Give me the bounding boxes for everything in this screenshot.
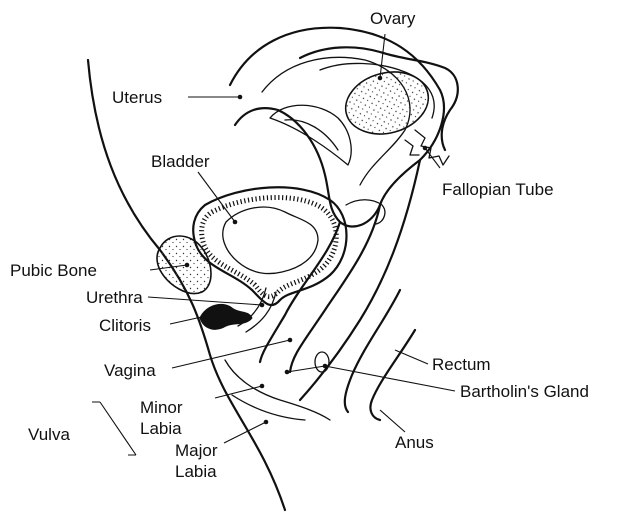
major-labia-fold [232,395,305,420]
label-minor-labia-line2: Labia [140,419,182,438]
label-rectum: Rectum [432,355,491,374]
rectum-back [370,330,415,420]
pubic-bone-shape [157,236,211,293]
label-clitoris: Clitoris [99,316,151,335]
uterus-cavity [270,105,351,165]
ovary-shape [339,63,436,143]
vaginal-wall-front [260,222,340,362]
labels: Ovary Uterus Fallopian Tube Bladder Pubi… [10,9,589,481]
label-vulva: Vulva [28,425,70,444]
label-major-labia-line2: Labia [175,462,217,481]
bartholins-gland-shape [315,352,329,372]
label-pubic-bone: Pubic Bone [10,261,97,280]
perineal-wall [300,160,420,400]
bladder-inner [223,207,318,273]
label-major-labia-line1: Major [175,441,218,460]
label-fallopian-tube: Fallopian Tube [442,180,554,199]
rectum-front [345,290,400,412]
label-anus: Anus [395,433,434,452]
label-bartholins-gland: Bartholin's Gland [460,382,589,401]
label-ovary: Ovary [370,9,416,28]
label-minor-labia-line1: Minor [140,398,183,417]
label-urethra: Urethra [86,288,143,307]
label-bladder: Bladder [151,152,210,171]
label-uterus: Uterus [112,88,162,107]
label-vagina: Vagina [104,361,156,380]
minor-labia-fold [225,360,330,420]
bladder-outer-wall [193,187,346,305]
uterus-cavity-inner [285,120,338,150]
